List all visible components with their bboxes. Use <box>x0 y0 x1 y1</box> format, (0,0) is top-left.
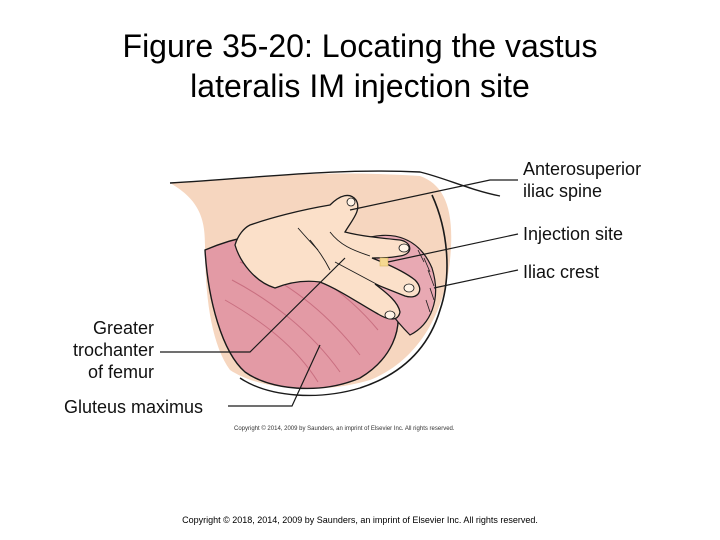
fingernail <box>403 283 415 293</box>
leader-iliac-crest <box>433 269 519 289</box>
label-gluteus-maximus: Gluteus maximus <box>64 397 204 417</box>
leader-anterosuperior <box>349 179 518 211</box>
injection-site-marker <box>379 257 389 267</box>
fingernail <box>398 243 410 253</box>
hand <box>234 194 421 320</box>
fingernail <box>384 310 396 320</box>
leader-lines <box>160 179 519 407</box>
title-line-1: Figure 35-20: Locating the vastus <box>122 28 598 64</box>
slide-title: Figure 35-20: Locating the vastus latera… <box>60 26 660 106</box>
iliac-fibers <box>417 249 435 313</box>
leader-gluteus <box>228 344 321 407</box>
label-iliac-crest: Iliac crest <box>523 262 600 282</box>
label-injection-site: Injection site <box>523 224 624 244</box>
leader-injection-site <box>387 233 519 263</box>
slide-copyright: Copyright © 2018, 2014, 2009 by Saunders… <box>182 515 538 525</box>
figure-copyright: Copyright © 2014, 2009 by Saunders, an i… <box>234 426 455 432</box>
lower-contour <box>239 377 361 397</box>
hip-contour <box>359 194 448 389</box>
fingernail <box>346 197 356 207</box>
finger-lines <box>297 227 381 287</box>
upper-body-contour <box>169 170 501 197</box>
title-line-2: lateralis IM injection site <box>190 68 530 104</box>
leader-greater-trochanter <box>160 257 346 353</box>
label-anterosuperior: Anterosuperior iliac spine <box>523 159 642 201</box>
label-greater-trochanter: Greater trochanter of femur <box>72 318 154 382</box>
